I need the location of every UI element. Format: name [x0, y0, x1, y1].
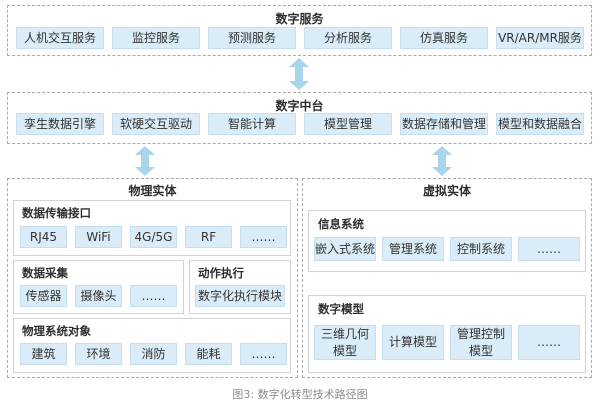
digital-middle-platform-title: 数字中台 [275, 99, 324, 113]
digital-model-box: 数字模型 三维几何 模型 计算模型 管理控制 模型 …… [308, 295, 586, 373]
action-execution-box: 动作执行 数字化执行模块 [189, 260, 291, 314]
double-arrow-icon [135, 146, 155, 176]
collection-item: 摄像头 [75, 285, 122, 307]
virtual-entity-title: 虚拟实体 [422, 184, 471, 198]
digital-services-panel: 数字服务 人机交互服务 监控服务 预测服务 分析服务 仿真服务 VR/AR/MR… [7, 5, 592, 56]
platform-item: 软硬交互驱动 [112, 113, 200, 135]
digital-services-title: 数字服务 [275, 12, 324, 26]
service-item: 分析服务 [304, 27, 392, 49]
service-item: 预测服务 [208, 27, 296, 49]
double-arrow-icon [289, 58, 309, 90]
data-collection-box: 数据采集 传感器 摄像头 …… [13, 260, 184, 314]
digital-middle-platform-panel: 数字中台 孪生数据引擎 软硬交互驱动 智能计算 模型管理 数据存储和管理 模型和… [7, 92, 592, 144]
data-collection-title: 数据采集 [22, 266, 68, 280]
double-arrow-shape [289, 58, 309, 90]
physical-objects-title: 物理系统对象 [22, 324, 91, 338]
double-arrow-shape [135, 146, 155, 176]
interface-item: RF [185, 226, 232, 248]
system-item: 控制系统 [450, 237, 512, 261]
interface-item: RJ45 [20, 226, 67, 248]
action-execution-title: 动作执行 [198, 266, 244, 280]
execution-item: 数字化执行模块 [195, 285, 285, 307]
object-item: 消防 [130, 343, 177, 365]
model-item: 管理控制 模型 [450, 325, 512, 360]
system-item: 管理系统 [382, 237, 444, 261]
physical-objects-box: 物理系统对象 建筑 环境 消防 能耗 …… [13, 318, 291, 373]
platform-item: 孪生数据引擎 [16, 113, 104, 135]
object-item: …… [240, 343, 287, 365]
platform-item: 模型管理 [304, 113, 392, 135]
information-system-title: 信息系统 [318, 217, 364, 231]
service-item: 人机交互服务 [16, 27, 104, 49]
model-item: 计算模型 [382, 325, 444, 360]
service-item: 监控服务 [112, 27, 200, 49]
interface-item: WiFi [75, 226, 122, 248]
service-item: 仿真服务 [400, 27, 488, 49]
model-item: 三维几何 模型 [314, 325, 376, 360]
platform-item: 智能计算 [208, 113, 296, 135]
double-arrow-icon [432, 146, 452, 176]
double-arrow-shape [432, 146, 452, 176]
platform-item: 数据存储和管理 [400, 113, 488, 135]
platform-item: 模型和数据融合 [496, 113, 584, 135]
service-item: VR/AR/MR服务 [496, 27, 584, 49]
object-item: 环境 [75, 343, 122, 365]
physical-entity-panel: 物理实体 数据传输接口 RJ45 WiFi 4G/5G RF …… 数据采集 传… [7, 178, 298, 378]
object-item: 建筑 [20, 343, 67, 365]
system-item: …… [518, 237, 580, 261]
interface-item: …… [240, 226, 287, 248]
data-transfer-box: 数据传输接口 RJ45 WiFi 4G/5G RF …… [13, 200, 291, 256]
figure-caption: 图3: 数字化转型技术路径图 [232, 388, 368, 401]
model-item: …… [518, 325, 580, 360]
data-transfer-title: 数据传输接口 [22, 206, 91, 220]
object-item: 能耗 [185, 343, 232, 365]
collection-item: …… [130, 285, 177, 307]
collection-item: 传感器 [20, 285, 67, 307]
interface-item: 4G/5G [130, 226, 177, 248]
physical-entity-title: 物理实体 [128, 184, 177, 198]
digital-model-title: 数字模型 [318, 302, 364, 316]
information-system-box: 信息系统 嵌入式系统 管理系统 控制系统 …… [308, 210, 586, 272]
virtual-entity-panel: 虚拟实体 信息系统 嵌入式系统 管理系统 控制系统 …… 数字模型 三维几何 模… [302, 178, 592, 378]
system-item: 嵌入式系统 [314, 237, 376, 261]
